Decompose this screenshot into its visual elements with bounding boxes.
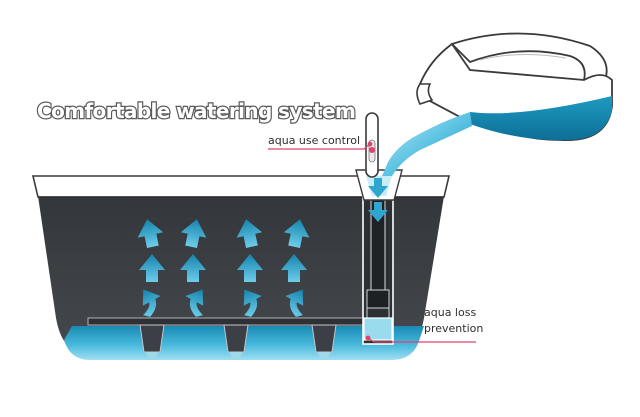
callout-aqua-use-control: aqua use control xyxy=(268,134,373,150)
label-aqua-use-control: aqua use control xyxy=(268,134,360,147)
diagram-title: Comfortable watering system xyxy=(37,99,355,123)
pouring-water-stream xyxy=(382,112,472,176)
label-aqua-loss-line1: aqua loss xyxy=(424,306,476,319)
label-aqua-loss-line2: prevention xyxy=(424,322,483,335)
callout-aqua-loss-prevention: aqua loss prevention xyxy=(365,306,483,343)
support-grate xyxy=(87,317,379,360)
